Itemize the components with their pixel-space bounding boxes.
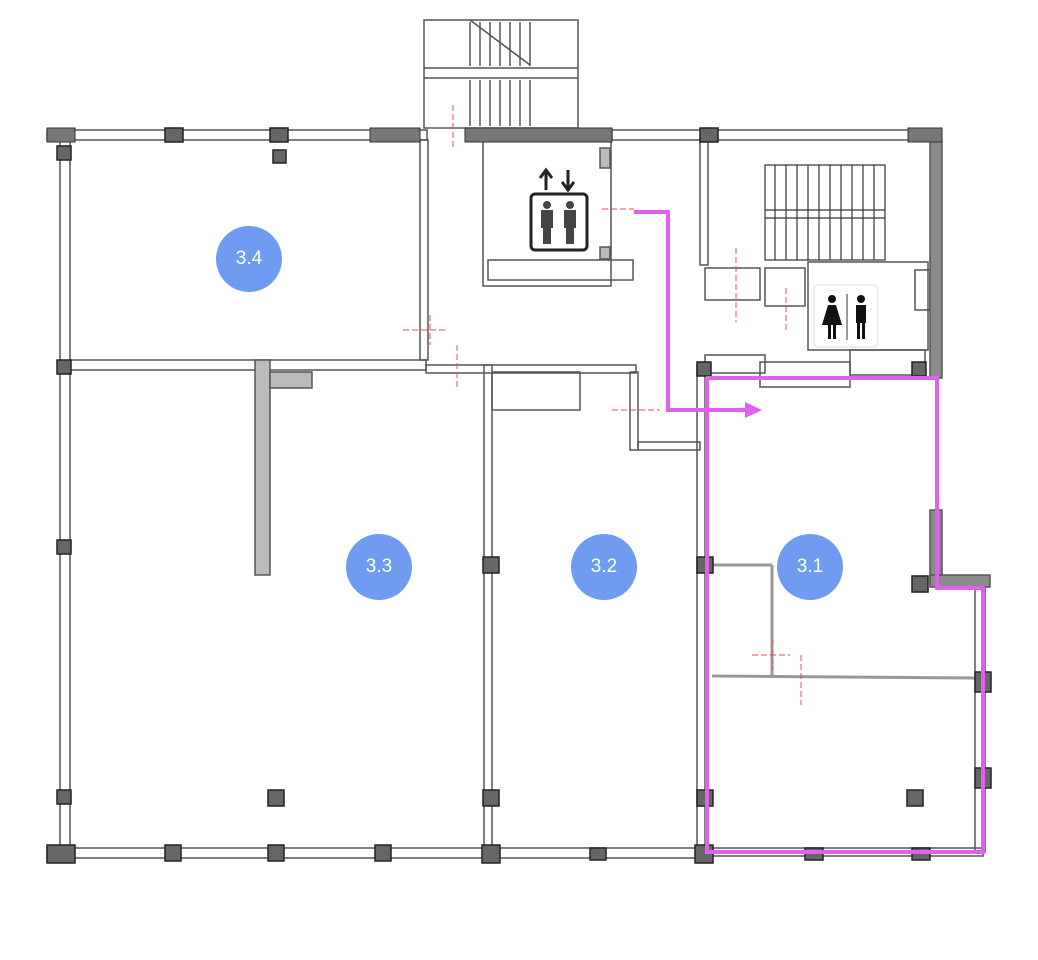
restroom-icon [813,284,879,348]
walls [46,19,991,859]
elevator-icon [529,167,589,252]
route-path [634,210,985,854]
room-label-3-2[interactable]: 3.2 [571,534,637,600]
room-label-3-4[interactable]: 3.4 [216,226,282,292]
room-label-3-1[interactable]: 3.1 [777,534,843,600]
arrow-icon [745,402,762,418]
heavy-walls [46,127,943,143]
top-staircase [423,19,579,129]
axis-marks [403,105,802,705]
columns [46,127,992,864]
top-stair-steps [469,22,531,126]
room-label-3-3[interactable]: 3.3 [346,534,412,600]
unit-3-1-outline [705,376,985,854]
staircase-icon [764,164,886,261]
